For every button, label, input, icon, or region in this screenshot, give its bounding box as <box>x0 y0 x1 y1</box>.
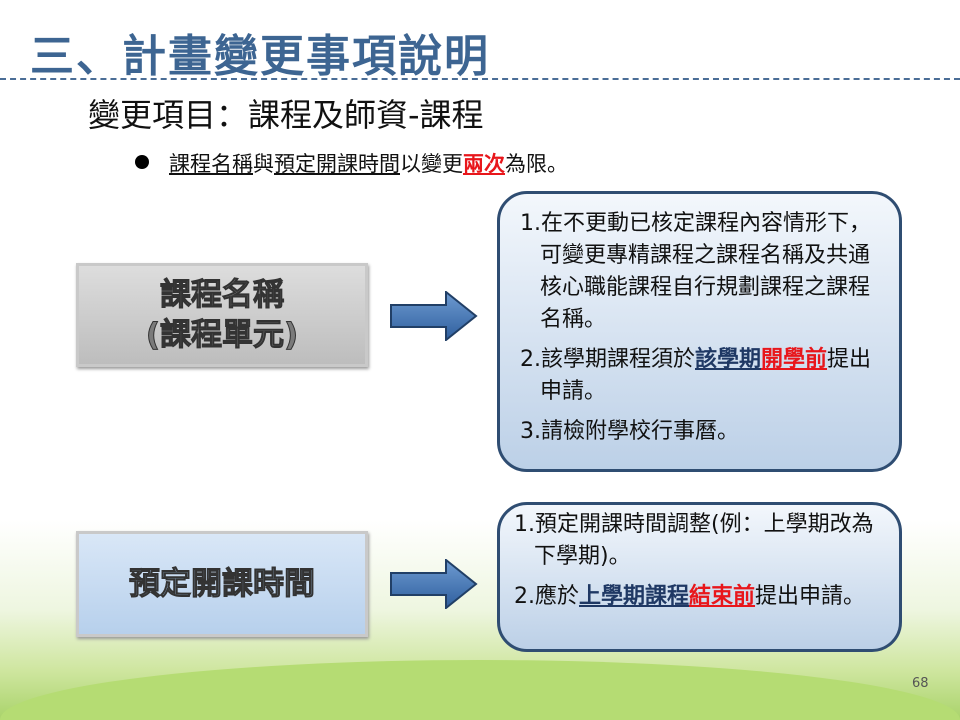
text: 提出申請。 <box>540 347 872 404</box>
bullet-icon <box>135 155 149 169</box>
note-item: 1.在不更動已核定課程內容情形下，可變更專精課程之課程名稱及共通核心職能課程自行… <box>520 211 871 332</box>
right-arrow-icon <box>390 559 478 609</box>
note-item: 1.預定開課時間調整(例：上學期改為下學期)。 <box>514 512 874 569</box>
text: 2.應於 <box>514 584 579 609</box>
title-divider <box>0 78 960 80</box>
text: 該學期 <box>695 347 762 372</box>
text: 提出申請。 <box>755 584 866 609</box>
text: 結束前 <box>689 584 756 609</box>
bullet-point: 課程名稱與預定開課時間以變更兩次為限。 <box>135 148 568 178</box>
text: 預定開課時間 <box>274 152 400 176</box>
slide-subtitle: 變更項目：課程及師資-課程 <box>88 96 484 134</box>
schedule-box: 預定開課時間 <box>76 531 368 637</box>
text: 上學期課程 <box>579 584 690 609</box>
text: 為限。 <box>505 152 568 176</box>
right-arrow-icon <box>390 291 478 341</box>
text: (課程單元) <box>145 317 299 354</box>
text: 課程名稱 <box>159 277 284 314</box>
page-number: 68 <box>912 676 929 691</box>
text: 2.該學期課程須於 <box>520 347 695 372</box>
text: 兩次 <box>463 152 505 176</box>
note-item: 3.請檢附學校行事曆。 <box>520 419 739 444</box>
course-name-notes: 1.在不更動已核定課程內容情形下，可變更專精課程之課程名稱及共通核心職能課程自行… <box>497 191 902 472</box>
text: 課程名稱 <box>169 152 253 176</box>
text: 以變更 <box>400 152 463 176</box>
slide-title: 三、計畫變更事項說明 <box>30 31 490 82</box>
note-item: 2.該學期課程須於該學期開學前提出申請。 <box>520 344 885 408</box>
schedule-notes: 1.預定開課時間調整(例：上學期改為下學期)。 2.應於上學期課程結束前提出申請… <box>497 502 902 652</box>
text: 與 <box>253 152 274 176</box>
text: 開學前 <box>761 347 828 372</box>
note-item: 2.應於上學期課程結束前提出申請。 <box>514 581 889 613</box>
text: 預定開課時間 <box>129 566 316 603</box>
course-name-box: 課程名稱(課程單元) <box>76 263 368 367</box>
